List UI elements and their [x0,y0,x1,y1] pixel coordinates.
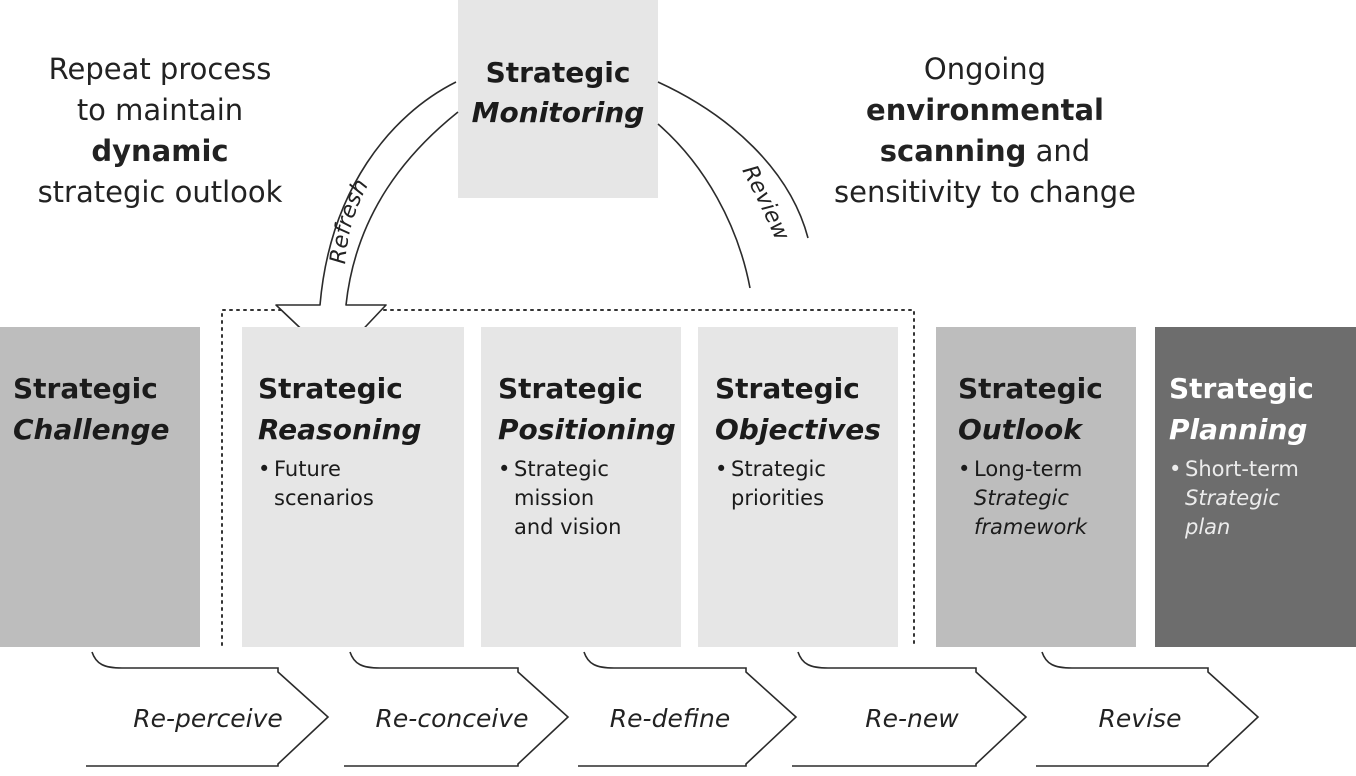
right-note: Ongoing environmental scanning and sensi… [820,49,1150,213]
box-title-line1: Strategic [1169,372,1314,405]
review-curve-inner [657,123,751,289]
box-title-line1: Strategic [13,372,158,405]
right-note-line1: Ongoing [923,52,1047,86]
right-note-line2: environmental [866,93,1104,127]
step-arrow-shape [792,651,1028,767]
left-note-line1: Repeat process [48,52,272,86]
box-title-line2: Reasoning [258,413,422,446]
monitoring-title-line2: Monitoring [471,96,645,129]
box-title-line1: Strategic [498,372,643,405]
box-title-line2: Challenge [13,413,170,446]
dotted-bracket [221,309,915,646]
step-label: Re-conceive [376,704,529,733]
right-note-line3: scanning and [879,134,1091,168]
step-label: Re-define [610,704,730,733]
monitoring-box: Strategic Monitoring [458,0,658,198]
left-note-line4: strategic outlook [37,175,283,209]
left-note-line2: to maintain [76,93,244,127]
step-arrow-shape [578,651,798,767]
box-title-line1: Strategic [258,372,403,405]
step-arrows: Re-perceive Re-conceive Re-define Re-new Rev… [86,651,1260,767]
box-title-line2: Objectives [715,413,881,446]
review-curve-outer [657,81,809,239]
monitoring-title-line1: Strategic [485,56,631,89]
step-label: Re-perceive [133,704,283,733]
left-note-line3: dynamic [91,134,229,168]
box-strategic-challenge: Strategic Challenge [0,327,200,647]
box-title-line2: Planning [1169,413,1308,446]
review-label: Review [737,161,795,245]
box-title-line2: Outlook [958,413,1082,446]
refresh-arrow [275,81,459,361]
step-label: Re-new [865,704,959,733]
right-note-line4: sensitivity to change [834,175,1136,209]
step-arrow-shape [1036,651,1260,767]
step-arrow-shape [344,651,570,767]
box-title-line1: Strategic [715,372,860,405]
left-note: Repeat process to maintain dynamic strat… [10,49,310,213]
box-title-line1: Strategic [958,372,1103,405]
box-title-line2: Positioning [498,413,676,446]
step-label: Revise [1099,704,1182,733]
step-arrow-shape [86,651,330,767]
